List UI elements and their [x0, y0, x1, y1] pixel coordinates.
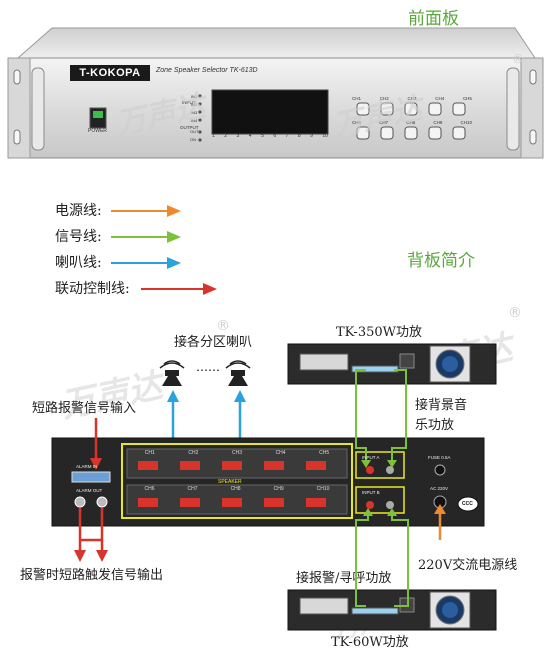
- legend-row-speaker: 喇叭线:: [55, 252, 255, 278]
- alarm-amp-label: 接报警/寻呼功放: [296, 571, 392, 586]
- speaker-terminal-group: [121, 443, 353, 519]
- speaker-section-label: SPEAKER: [218, 479, 242, 485]
- signal-wires-top: [355, 369, 407, 468]
- input-a-label: INPUT A: [362, 455, 380, 460]
- short-alarm-in-label: 短路报警信号输入: [32, 401, 137, 416]
- fuse-label: FUSE 0.5A: [428, 455, 451, 460]
- input-label: INPUT: [182, 100, 196, 105]
- legend-row-signal: 信号线:: [55, 226, 255, 252]
- amp-bottom-label: TK-60W功放: [331, 635, 409, 650]
- speaker-icon-left: [159, 360, 185, 386]
- selector-back-unit: [51, 437, 485, 527]
- input-indicator-leds: [198, 94, 202, 142]
- brand-logo: T-KOKOPA: [70, 65, 150, 81]
- reg-mark-2: ®: [508, 305, 522, 321]
- bg-music-label: 接背景音乐功放: [415, 398, 468, 433]
- wire-legend: 电源线: 信号线: 喇叭线: 联动控制线:: [55, 200, 255, 304]
- output-label: OUTPUT: [180, 125, 199, 130]
- signal-wires-bottom: [355, 508, 409, 607]
- front-panel-title: 前面板: [408, 9, 459, 29]
- front-channel-buttons[interactable]: [356, 102, 466, 140]
- legend-row-power: 电源线:: [55, 200, 255, 226]
- reg-mark-3: ®: [512, 52, 524, 66]
- reg-mark-1: ®: [216, 318, 230, 334]
- power-wire: [434, 504, 446, 540]
- ac-label: AC 220V: [430, 486, 449, 491]
- power-line-label: 220V交流电源线: [418, 558, 518, 573]
- handle-right: [506, 67, 520, 151]
- display-screen: [211, 89, 329, 135]
- amp-bottom-unit: [287, 589, 497, 631]
- amp-top-unit: [287, 343, 497, 385]
- power-label: POWER: [88, 128, 107, 134]
- back-panel-title: 背板简介: [407, 251, 475, 271]
- alarm-out-port-label: ALARM OUT: [76, 488, 103, 493]
- model-name: Zone Speaker Selector TK-613D: [156, 67, 258, 74]
- red-arrow-icon: [141, 283, 217, 295]
- speaker-icon-right: [225, 360, 251, 386]
- orange-arrow-icon: [111, 205, 181, 217]
- amp-top-label: TK-350W功放: [336, 325, 423, 340]
- handle-left: [31, 67, 45, 151]
- alarm-out-label: 报警时短路触发信号输出: [20, 568, 164, 583]
- speaker-terminals: [138, 461, 326, 507]
- speaker-dots: ……: [196, 360, 220, 374]
- alarm-out-wire: [74, 508, 108, 562]
- speakers-label: 接各分区喇叭: [174, 335, 253, 350]
- input-b-label: INPUT B: [362, 490, 380, 495]
- alarm-in-port-label: ALARM IN: [76, 464, 98, 469]
- green-arrow-icon: [111, 231, 181, 243]
- ccc-mark: CCC: [462, 501, 473, 507]
- speaker-wire-arrows: [167, 390, 246, 440]
- alarm-in-wire: [90, 418, 102, 470]
- rack-ear-right: [520, 57, 544, 159]
- legend-row-control: 联动控制线:: [55, 278, 255, 304]
- blue-arrow-icon: [111, 257, 181, 269]
